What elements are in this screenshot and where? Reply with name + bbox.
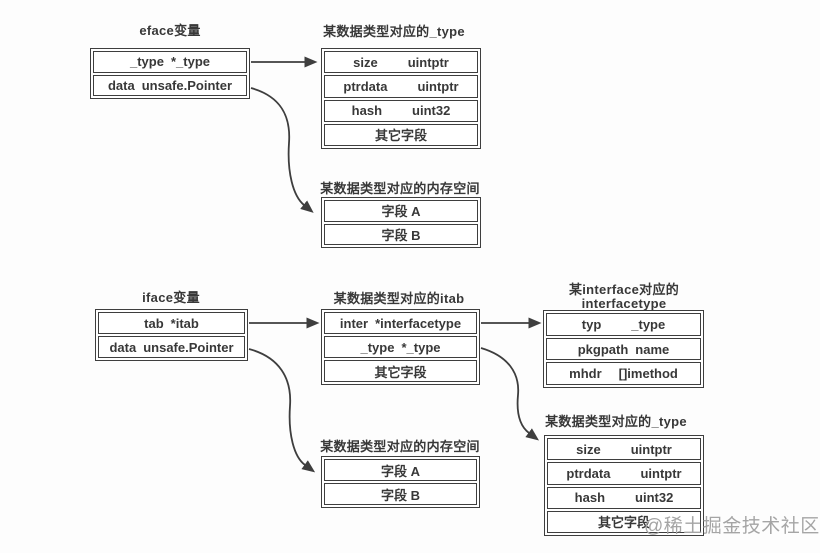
type-row-other-fields: 其它字段 — [324, 123, 478, 146]
field-type: name — [635, 341, 670, 357]
field-name: tab — [144, 315, 164, 331]
juejin-watermark: @稀土掘金技术社区 — [644, 516, 820, 537]
field-name: data — [107, 77, 135, 93]
eface-memory-box: 字段 A 字段 B — [321, 197, 481, 248]
memory-row-field-b: 字段 B — [324, 223, 478, 245]
type-row-hash: hash uint32 — [547, 486, 701, 509]
interfacetype-title-line1: 某interface对应的 — [568, 282, 680, 297]
row-label: 其它字段 — [597, 515, 650, 531]
iface-memory-title: 某数据类型对应的内存空间 — [320, 439, 480, 454]
row-label: 字段 B — [381, 227, 421, 243]
iface-variable-box: tab *itab data unsafe.Pointer — [95, 309, 248, 361]
memory-row-field-b: 字段 B — [324, 483, 477, 505]
field-name: hash — [351, 103, 383, 119]
type-row-size: size uintptr — [547, 438, 701, 461]
eface-variable-box: _type *_type data unsafe.Pointer — [90, 48, 250, 99]
iface-memory-box: 字段 A 字段 B — [321, 456, 480, 508]
iface-row-tab: tab *itab — [98, 312, 245, 334]
interfacetype-row-pkgpath: pkgpath name — [546, 337, 701, 361]
interfacetype-table-title: 某interface对应的 interfacetype — [569, 283, 679, 310]
field-name: mhdr — [569, 366, 602, 382]
field-name: data — [109, 339, 137, 355]
itab-row-inter: inter *interfacetype — [324, 312, 477, 334]
field-type: unsafe.Pointer — [141, 77, 233, 93]
interfacetype-title-line2: interfacetype — [581, 295, 667, 311]
field-type: uintptr — [640, 465, 682, 481]
field-type: uintptr — [417, 78, 459, 94]
field-name: _type — [360, 339, 395, 355]
field-type: *interfacetype — [375, 315, 462, 331]
itab-table-title: 某数据类型对应的itab — [333, 291, 465, 306]
iface-title: iface变量 — [142, 290, 200, 305]
arrow-itab-type-to-type-table — [480, 347, 539, 441]
field-type: uintptr — [630, 441, 672, 457]
row-label: 其它字段 — [374, 364, 427, 380]
field-type: uint32 — [635, 490, 674, 506]
eface-row-data: data unsafe.Pointer — [93, 74, 247, 96]
itab-type-table-title: 某数据类型对应的_type — [545, 414, 687, 429]
eface-title: eface变量 — [139, 23, 201, 38]
iface-row-data: data unsafe.Pointer — [98, 336, 245, 358]
type-row-size: size uintptr — [324, 51, 478, 74]
interfacetype-table: typ _type pkgpath name mhdr []imethod — [543, 310, 704, 388]
field-name: typ — [581, 316, 602, 332]
field-name: ptrdata — [566, 465, 611, 481]
type-row-ptrdata: ptrdata uintptr — [547, 462, 701, 485]
itab-row-other-fields: 其它字段 — [324, 360, 477, 382]
itab-row-type: _type *_type — [324, 336, 477, 358]
eface-type-table: size uintptr ptrdata uintptr hash uint32… — [321, 48, 481, 149]
arrow-eface-data-to-memory — [250, 87, 314, 213]
field-name: ptrdata — [343, 78, 388, 94]
field-name: pkgpath — [577, 341, 629, 357]
field-type: unsafe.Pointer — [143, 339, 234, 355]
field-type: uintptr — [407, 54, 449, 70]
type-row-ptrdata: ptrdata uintptr — [324, 75, 478, 98]
row-label: 字段 A — [381, 204, 421, 220]
interfacetype-row-typ: typ _type — [546, 313, 701, 336]
eface-memory-title: 某数据类型对应的内存空间 — [320, 181, 480, 196]
field-name: size — [576, 441, 601, 457]
field-type: *_type — [170, 54, 210, 70]
memory-row-field-a: 字段 A — [324, 200, 478, 222]
eface-row-type: _type *_type — [93, 51, 247, 73]
memory-row-field-a: 字段 A — [324, 459, 477, 481]
type-row-other-fields: 其它字段 — [547, 510, 701, 533]
itab-table: inter *interfacetype _type *_type 其它字段 — [321, 309, 480, 385]
field-name: inter — [339, 315, 369, 331]
field-name: hash — [574, 490, 606, 506]
field-type: *_type — [401, 339, 441, 355]
field-name: size — [353, 54, 378, 70]
row-label: 字段 A — [380, 463, 420, 479]
arrow-iface-data-to-memory — [248, 348, 316, 473]
field-type: *itab — [170, 315, 199, 331]
itab-type-table: size uintptr ptrdata uintptr hash uint32… — [544, 435, 704, 536]
field-type: _type — [631, 316, 666, 332]
field-type: []imethod — [618, 366, 678, 382]
interfacetype-row-mhdr: mhdr []imethod — [546, 362, 701, 386]
row-label: 字段 B — [380, 487, 420, 503]
field-name: _type — [130, 54, 164, 70]
field-type: uint32 — [412, 103, 451, 119]
eface-type-table-title: 某数据类型对应的_type — [323, 24, 465, 39]
row-label: 其它字段 — [374, 128, 427, 144]
type-row-hash: hash uint32 — [324, 99, 478, 122]
